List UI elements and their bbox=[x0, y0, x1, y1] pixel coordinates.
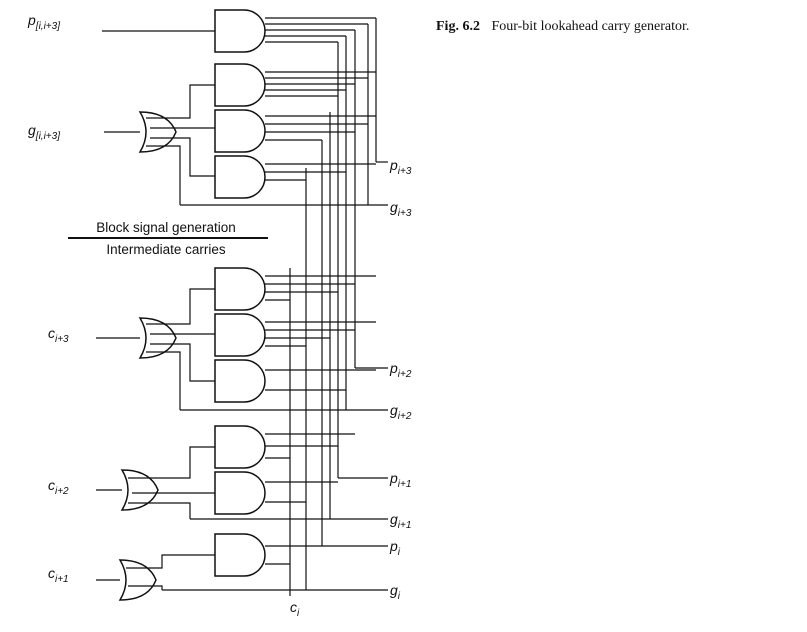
output-label-c-i3: ci+3 bbox=[48, 325, 69, 345]
and-gate-g-block-1 bbox=[214, 63, 376, 107]
and-gate-c-i2-2 bbox=[214, 471, 338, 515]
figure-caption: Fig. 6.2 Four-bit lookahead carry genera… bbox=[436, 19, 689, 34]
section-label-block-signal: Block signal generation bbox=[96, 220, 236, 235]
input-label-p-i: pi bbox=[389, 538, 401, 558]
and-gate-c-i3-3 bbox=[214, 359, 376, 403]
and-gate-c-i3-1 bbox=[214, 267, 376, 311]
figure-number: Fig. 6.2 bbox=[436, 19, 480, 34]
or-gate-c-i3 bbox=[96, 288, 215, 410]
and-gate-c-i1 bbox=[214, 533, 322, 577]
and-gate-g-block-2 bbox=[214, 109, 376, 153]
or-gate-c-i2 bbox=[96, 446, 215, 519]
input-label-g-i2: gi+2 bbox=[390, 402, 412, 422]
figure-title: Four-bit lookahead carry generator. bbox=[491, 19, 689, 34]
output-label-p-block: p[i,i+3] bbox=[27, 12, 60, 32]
input-label-g-i3: gi+3 bbox=[390, 199, 412, 219]
section-label-intermediate-carries: Intermediate carries bbox=[106, 242, 226, 257]
input-stubs bbox=[162, 161, 388, 591]
and-gate-p-block bbox=[102, 9, 376, 53]
vertical-buses bbox=[289, 18, 377, 596]
output-label-c-i1: ci+1 bbox=[48, 565, 69, 585]
input-label-p-i1: pi+1 bbox=[389, 470, 411, 490]
or-gate-g-block bbox=[104, 84, 215, 205]
input-label-g-i: gi bbox=[390, 582, 401, 602]
input-label-g-i1: gi+1 bbox=[390, 511, 411, 531]
input-label-c-i: ci bbox=[290, 599, 300, 619]
and-gate-c-i2-1 bbox=[214, 425, 355, 469]
and-gate-g-block-3 bbox=[214, 155, 376, 199]
output-label-g-block: g[i,i+3] bbox=[28, 122, 60, 142]
input-label-p-i2: pi+2 bbox=[389, 360, 412, 380]
and-gate-c-i3-2 bbox=[214, 313, 376, 357]
output-label-c-i2: ci+2 bbox=[48, 477, 69, 497]
input-label-p-i3: pi+3 bbox=[389, 157, 412, 177]
or-gate-c-i1 bbox=[96, 554, 215, 601]
